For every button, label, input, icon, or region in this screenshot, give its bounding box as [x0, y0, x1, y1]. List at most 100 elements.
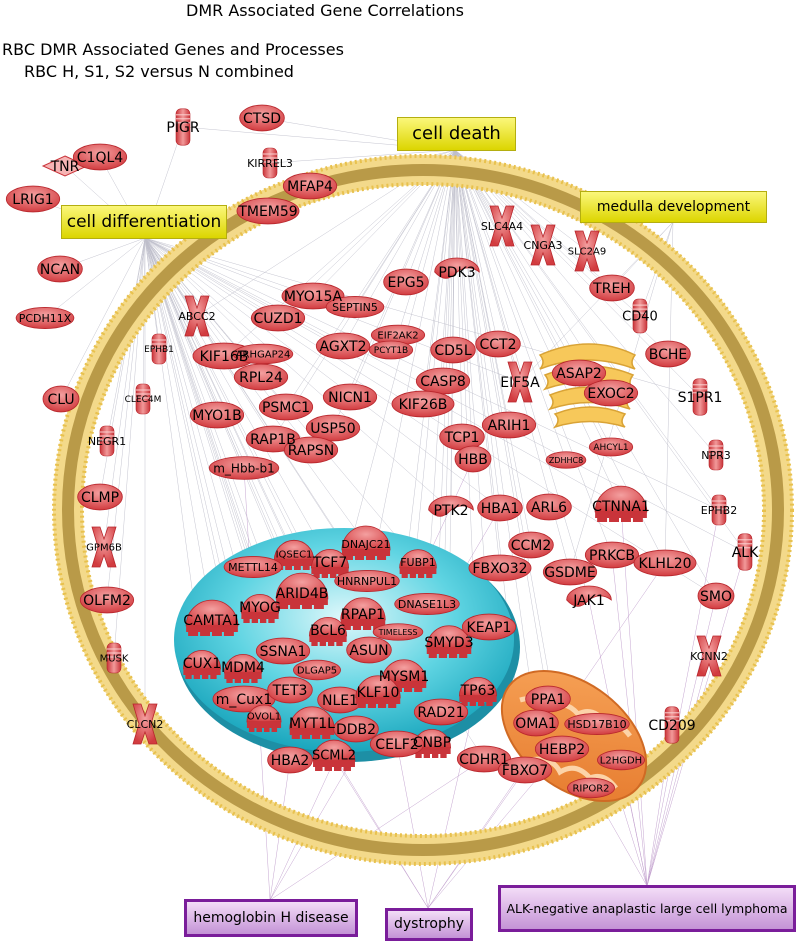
gene-node-cd5l[interactable] — [430, 336, 476, 364]
gene-node-hebp2[interactable] — [534, 735, 590, 763]
gene-node-agxt2[interactable] — [315, 332, 371, 360]
disease-dystrophy[interactable]: dystrophy — [385, 908, 473, 941]
gene-node-myt1l[interactable] — [289, 706, 335, 739]
gene-node-olfm2[interactable] — [79, 586, 135, 614]
gene-node-hba1[interactable] — [477, 494, 523, 522]
gene-node-camta1[interactable] — [185, 599, 239, 636]
gene-node-cd209[interactable] — [664, 706, 680, 744]
gene-node-slc4a4[interactable] — [489, 205, 515, 247]
gene-node-myog[interactable] — [240, 594, 280, 623]
gene-node-rpl24[interactable] — [233, 363, 289, 391]
gene-node-asap2[interactable] — [551, 359, 607, 387]
gene-node-gpm6b[interactable] — [91, 526, 117, 568]
gene-node-fbxo32[interactable] — [468, 554, 532, 582]
gene-node-ptk2[interactable] — [428, 495, 474, 517]
gene-node-abcc2[interactable] — [184, 295, 210, 337]
gene-node-hba2[interactable] — [267, 746, 313, 774]
gene-node-mettl14[interactable] — [223, 556, 283, 578]
gene-node-exoc2[interactable] — [583, 379, 639, 407]
gene-node-mfap4[interactable] — [282, 172, 338, 200]
gene-node-arih1[interactable] — [481, 411, 537, 439]
gene-node-smyd3[interactable] — [426, 625, 472, 658]
gene-node-dnajc21[interactable] — [341, 525, 391, 560]
gene-node-slc2a9[interactable] — [574, 230, 600, 272]
gene-node-gsdme[interactable] — [542, 558, 598, 586]
gene-node-klf10[interactable] — [355, 675, 401, 708]
gene-node-nicn1[interactable] — [322, 383, 378, 411]
gene-node-ephb2[interactable] — [711, 494, 727, 526]
gene-node-asun[interactable] — [346, 636, 392, 664]
gene-node-hbb[interactable] — [454, 445, 492, 473]
gene-node-ripor2[interactable] — [567, 777, 616, 799]
gene-node-cct2[interactable] — [475, 330, 521, 358]
gene-node-lrig1[interactable] — [5, 185, 61, 213]
gene-node-hsd17b10[interactable] — [564, 713, 630, 735]
gene-node-treh[interactable] — [589, 274, 635, 302]
gene-node-fubp1[interactable] — [399, 549, 437, 578]
gene-node-pigr[interactable] — [175, 108, 191, 146]
gene-node-scml2[interactable] — [312, 739, 356, 771]
gene-node-rapsn[interactable] — [283, 436, 339, 464]
gene-node-pdk3[interactable] — [434, 257, 480, 279]
gene-node-myo1b[interactable] — [189, 401, 245, 429]
gene-node-ephb1[interactable] — [151, 333, 167, 365]
gene-node-ctsd[interactable] — [239, 104, 285, 132]
gene-node-oma1[interactable] — [513, 709, 559, 737]
gene-node-cnga3[interactable] — [530, 224, 556, 266]
gene-node-usp50[interactable] — [305, 414, 361, 442]
gene-node-clec4m[interactable] — [135, 383, 151, 415]
gene-node-rad21[interactable] — [413, 698, 469, 726]
gene-node-mdm4[interactable] — [223, 654, 263, 683]
process-cell-differentiation[interactable]: cell differentiation — [61, 205, 227, 239]
gene-node-smo[interactable] — [697, 582, 735, 610]
gene-node-arid4b[interactable] — [275, 572, 329, 609]
gene-node-tp63[interactable] — [458, 677, 498, 706]
gene-node-kif26b[interactable] — [391, 390, 455, 418]
gene-node-ddb2[interactable] — [333, 715, 379, 743]
gene-node-pcyt1b[interactable] — [368, 340, 414, 360]
gene-node-c1ql4[interactable] — [72, 143, 128, 171]
gene-node-negr1[interactable] — [99, 425, 115, 457]
gene-node-bcl6[interactable] — [308, 617, 348, 646]
gene-node-psmc1[interactable] — [258, 393, 314, 421]
gene-node-hnrnpul1[interactable] — [334, 570, 400, 592]
gene-node-ssna1[interactable] — [255, 637, 311, 665]
process-medulla-development[interactable]: medulla development — [580, 191, 767, 223]
gene-node-dnase1l3[interactable] — [394, 593, 460, 615]
gene-node-dlgap5[interactable] — [292, 659, 341, 681]
gene-node-ccm2[interactable] — [508, 531, 554, 559]
gene-node-ovol1[interactable] — [246, 704, 282, 732]
gene-node-tet3[interactable] — [267, 676, 313, 704]
gene-node-cux1[interactable] — [182, 650, 222, 679]
gene-node-kcnn2[interactable] — [696, 635, 722, 677]
gene-node-ncan[interactable] — [37, 255, 83, 283]
gene-node-cd40[interactable] — [632, 298, 648, 334]
gene-node-epg5[interactable] — [383, 268, 429, 296]
gene-node-jak1[interactable] — [566, 585, 612, 607]
gene-node-kirrel3[interactable] — [262, 147, 278, 179]
process-cell-death[interactable]: cell death — [397, 117, 516, 151]
gene-node-keap1[interactable] — [461, 613, 517, 641]
gene-node-bche[interactable] — [645, 340, 691, 368]
gene-node-pcdh11x[interactable] — [15, 307, 75, 329]
gene-node-celf2[interactable] — [369, 730, 425, 758]
gene-node-eif5a[interactable] — [507, 361, 533, 403]
disease-hemoglobin-h[interactable]: hemoglobin H disease — [184, 899, 358, 937]
gene-node-prkcb[interactable] — [584, 541, 640, 569]
gene-node-clu[interactable] — [42, 385, 80, 413]
gene-node-septin5[interactable] — [325, 296, 385, 318]
gene-node-tmem59[interactable] — [236, 197, 300, 225]
gene-node-clcn2[interactable] — [132, 703, 158, 745]
gene-node-ahcyl1[interactable] — [588, 437, 634, 457]
gene-node-ctnna1[interactable] — [594, 485, 648, 522]
gene-node-fbxo7[interactable] — [497, 756, 553, 784]
gene-node-l2hgdh[interactable] — [597, 749, 646, 771]
gene-node-timeless[interactable] — [372, 623, 424, 641]
gene-node-s1pr1[interactable] — [692, 378, 708, 416]
gene-node-zdhhc8[interactable] — [545, 451, 587, 469]
gene-node-iqsec1[interactable] — [273, 540, 315, 570]
gene-node-klhl20[interactable] — [633, 549, 697, 577]
gene-node-npr3[interactable] — [708, 439, 724, 471]
gene-node-cuzd1[interactable] — [250, 304, 306, 332]
disease-alk-lymphoma[interactable]: ALK-negative anaplastic large cell lymph… — [498, 885, 796, 932]
